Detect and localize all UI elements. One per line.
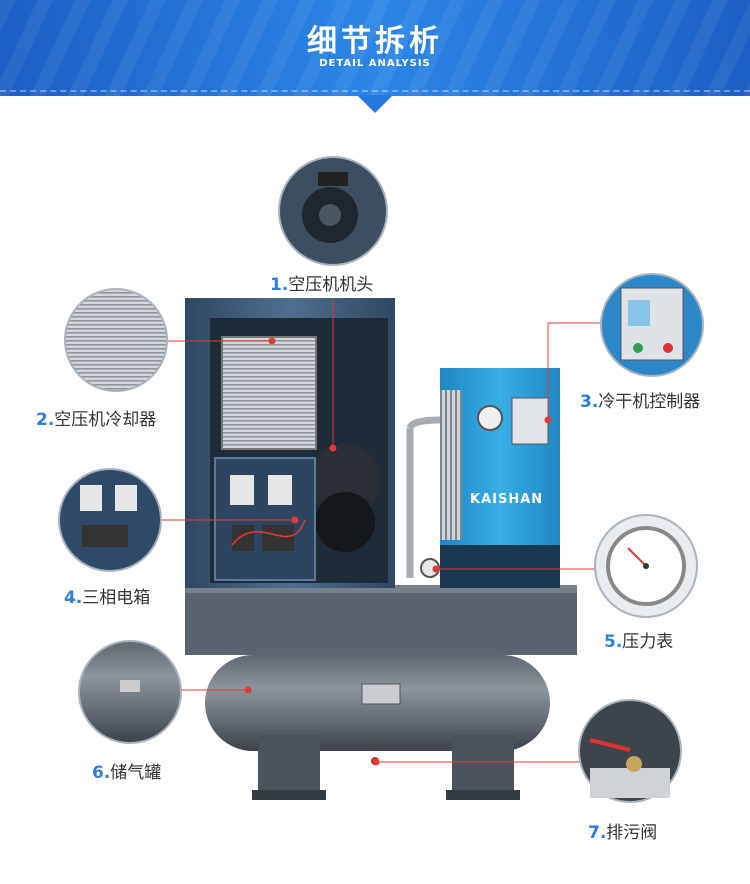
callout-number: 6. bbox=[92, 763, 111, 783]
callout-number: 3. bbox=[580, 392, 599, 412]
detail-circle-tank bbox=[78, 640, 182, 744]
callout-number: 7. bbox=[588, 823, 607, 843]
callout-number: 1. bbox=[270, 275, 289, 295]
callout-line-3 bbox=[547, 322, 600, 420]
detail-circle-pressure-gauge bbox=[594, 514, 698, 618]
detail-circle-airend bbox=[278, 156, 388, 266]
refrigerated-dryer bbox=[406, 368, 560, 588]
callout-number: 4. bbox=[64, 588, 83, 608]
compressor-cabinet bbox=[185, 298, 395, 588]
detail-circle-electric-box bbox=[58, 468, 162, 572]
callout-text: 排污阀 bbox=[606, 823, 658, 843]
callout-label-electric-box: 4.三相电箱 bbox=[64, 583, 150, 608]
callout-text: 空压机机头 bbox=[288, 275, 374, 295]
callout-number: 2. bbox=[36, 410, 55, 430]
banner-stripes bbox=[0, 0, 750, 96]
air-tank bbox=[205, 655, 550, 800]
callout-label-cooler: 2.空压机冷却器 bbox=[36, 405, 156, 430]
base-platform bbox=[185, 585, 577, 655]
callout-text: 空压机冷却器 bbox=[54, 410, 157, 430]
detail-circle-controller bbox=[600, 273, 704, 377]
callout-text: 压力表 bbox=[622, 632, 674, 652]
callout-text: 冷干机控制器 bbox=[598, 392, 701, 412]
callout-text: 储气罐 bbox=[110, 763, 162, 783]
callout-label-drain-valve: 7.排污阀 bbox=[588, 818, 657, 843]
callout-label-airend: 1.空压机机头 bbox=[270, 270, 373, 295]
callout-lines bbox=[162, 300, 600, 766]
callout-label-controller: 3.冷干机控制器 bbox=[580, 387, 700, 412]
brand-logo-text: KAISHAN bbox=[470, 492, 544, 507]
header-banner: 细节拆析 DETAIL ANALYSIS bbox=[0, 0, 750, 96]
callout-label-pressure-gauge: 5.压力表 bbox=[604, 627, 673, 652]
page-subtitle: DETAIL ANALYSIS bbox=[319, 58, 431, 69]
callout-label-tank: 6.储气罐 bbox=[92, 758, 161, 783]
detail-circle-drain-valve bbox=[578, 699, 682, 803]
callout-text: 三相电箱 bbox=[82, 588, 151, 608]
detail-circle-cooler bbox=[64, 288, 168, 392]
callout-number: 5. bbox=[604, 632, 623, 652]
banner-divider bbox=[0, 90, 750, 92]
page-title: 细节拆析 bbox=[307, 24, 443, 59]
banner-notch bbox=[357, 95, 393, 113]
